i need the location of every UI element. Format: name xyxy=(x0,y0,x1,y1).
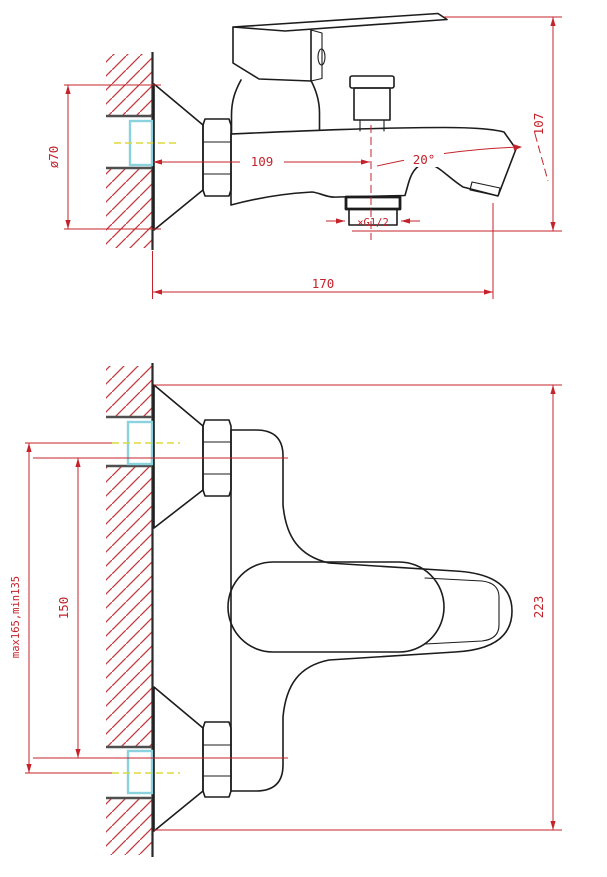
angle-arc xyxy=(376,146,522,167)
diverter-knob-body xyxy=(353,87,391,121)
label-mask xyxy=(240,154,284,169)
handle-back-face xyxy=(310,29,323,82)
wall-pipe-connector xyxy=(126,749,154,795)
cartridge-housing-left xyxy=(230,79,242,135)
handle-dome xyxy=(227,561,445,653)
outlet-knurled-ring xyxy=(344,195,402,211)
diverter-knob-cap xyxy=(349,75,395,89)
handle-body xyxy=(232,26,312,82)
escutcheon-cone xyxy=(153,83,204,231)
handle-lever-blade xyxy=(232,12,448,32)
dimension-label-spacing: 150 xyxy=(56,597,71,620)
wall-hatch-plan-view xyxy=(106,366,152,855)
escutcheon-cone-bottom xyxy=(153,686,204,832)
dimension-label-thread: ×G1/2 xyxy=(357,217,389,229)
side-view: ø70 109 20° ×G1/2 107 170 xyxy=(46,12,562,299)
outlet-thread-collar xyxy=(348,208,398,226)
plan-view xyxy=(106,363,513,857)
hex-nut xyxy=(202,118,232,197)
handle-blade-inset xyxy=(424,577,500,645)
escutcheon-cone-top xyxy=(153,384,204,529)
dimension-label-projection: 109 xyxy=(251,154,274,169)
dimension-label-width: 223 xyxy=(531,596,546,619)
aerator xyxy=(469,181,501,197)
dimension-label-diameter: ø70 xyxy=(46,146,61,169)
dimension-label-height: 107 xyxy=(531,113,546,136)
handle-pivot xyxy=(317,48,326,66)
plan-view-dimensions xyxy=(25,384,562,831)
hex-nut-top xyxy=(202,419,232,497)
cartridge-housing-right xyxy=(310,79,321,131)
label-mask xyxy=(404,152,444,167)
spout-tilt-axis xyxy=(534,133,549,182)
faucet-body-plan xyxy=(230,429,513,792)
dimension-label-range: max165,min135 xyxy=(10,576,22,658)
dimension-label-depth: 170 xyxy=(312,276,335,291)
faucet-body-spout xyxy=(230,126,517,206)
dimension-label-angle: 20° xyxy=(413,152,436,167)
hex-nut-bottom xyxy=(202,721,232,798)
side-view-dimensions xyxy=(64,16,562,299)
